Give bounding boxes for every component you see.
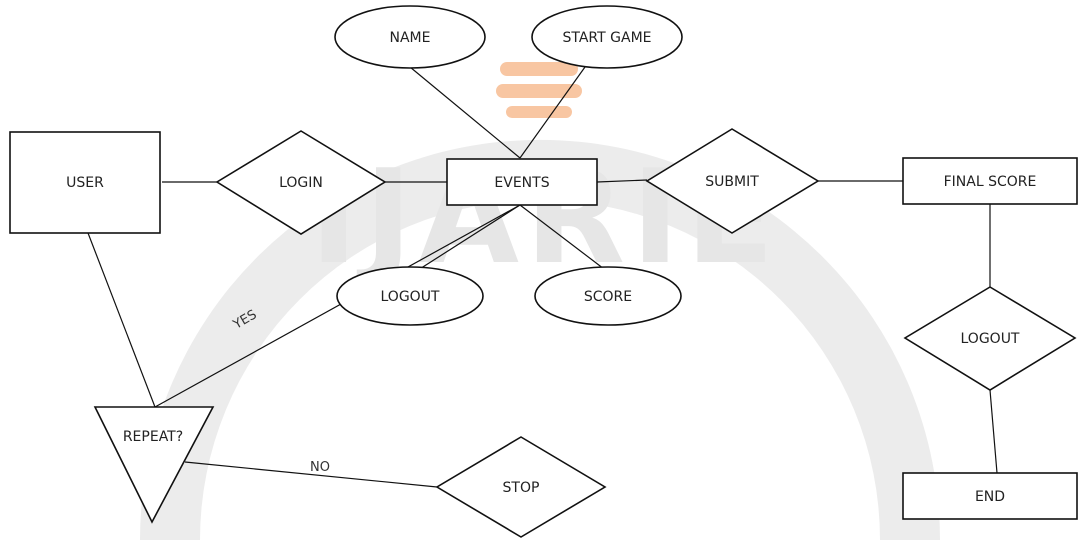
start-game-label: START GAME [563, 30, 652, 46]
final-score-entity: FINAL SCORE [902, 157, 1078, 205]
name-label: NAME [390, 30, 431, 46]
user-entity: USER [9, 131, 161, 234]
diagram-edges [87, 66, 998, 488]
score-label: SCORE [584, 289, 632, 305]
edge-logout-end [989, 389, 998, 474]
events-label: EVENTS [494, 175, 549, 191]
end-terminal: END [902, 472, 1078, 520]
logout-attribute-label: LOGOUT [381, 289, 440, 305]
edge-events-submit [596, 179, 648, 183]
repeat-decision: REPEAT? [93, 406, 215, 524]
login-label: LOGIN [279, 175, 323, 191]
edge-user-repeat [87, 232, 156, 408]
logout-attribute: LOGOUT [336, 266, 484, 326]
name-attribute: NAME [334, 5, 486, 69]
logout-decision: LOGOUT [903, 286, 1077, 391]
stop-decision: STOP [435, 436, 607, 538]
events-entity: EVENTS [446, 158, 598, 206]
edge-startgame-events [519, 66, 586, 159]
submit-relationship: SUBMIT [645, 128, 820, 234]
stop-label: STOP [503, 480, 540, 496]
edge-name-events [409, 66, 521, 159]
repeat-label: REPEAT? [123, 429, 183, 445]
final-score-label: FINAL SCORE [944, 174, 1037, 190]
edge-repeat-stop-no [184, 461, 438, 488]
logout-decision-label: LOGOUT [961, 331, 1020, 347]
login-relationship: LOGIN [215, 130, 387, 235]
score-attribute: SCORE [534, 266, 682, 326]
edge-label-no: NO [310, 460, 330, 475]
user-label: USER [66, 175, 104, 191]
submit-label: SUBMIT [705, 174, 759, 190]
edge-events-score [519, 204, 609, 273]
edge-repeat-events-yes [154, 204, 521, 408]
end-label: END [975, 489, 1005, 505]
edge-events-logout [414, 204, 521, 273]
start-game-attribute: START GAME [531, 5, 683, 69]
